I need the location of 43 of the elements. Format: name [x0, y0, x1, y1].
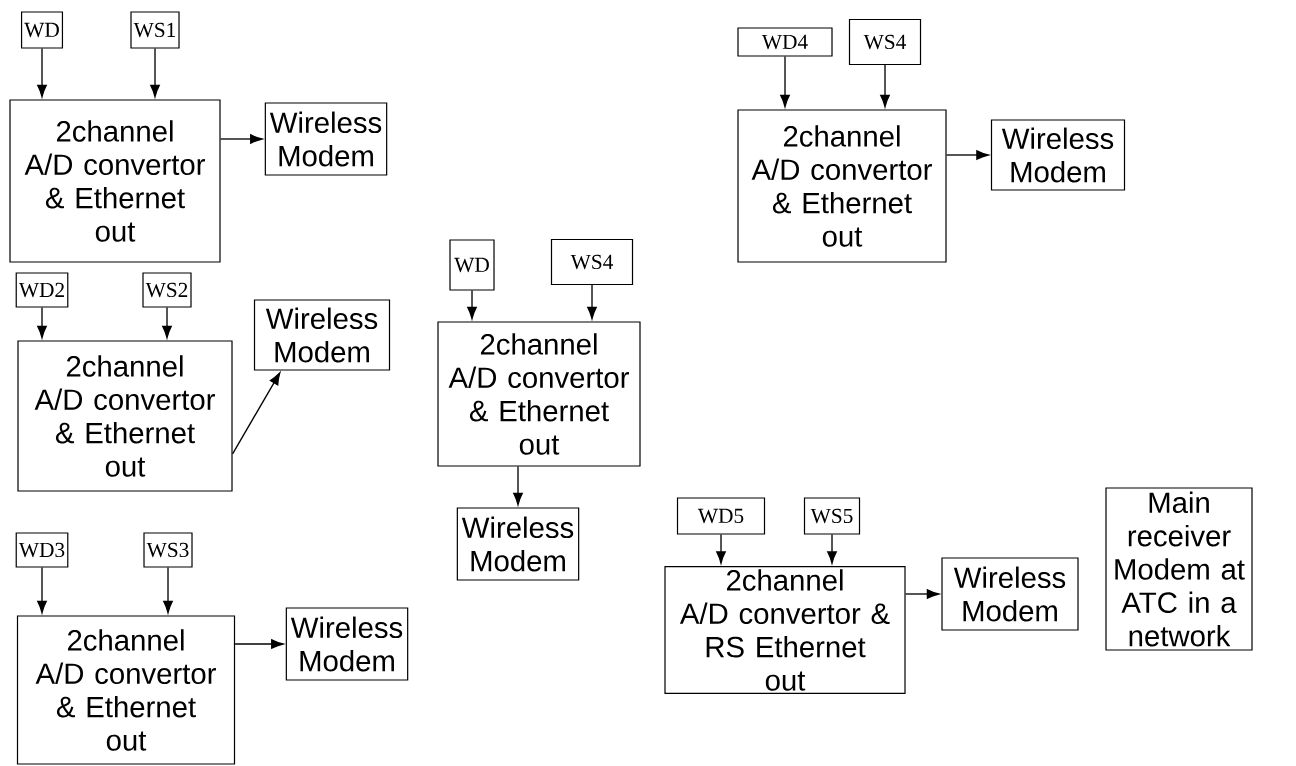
- arrow: [945, 150, 989, 160]
- sensor-box: WD2: [15, 272, 69, 308]
- receiver-box: Main receiver Modem at ATC in a network: [1105, 487, 1253, 651]
- arrow: [513, 465, 523, 506]
- arrow: [231, 372, 281, 455]
- modem-box: Wireless Modem: [264, 102, 388, 176]
- converter-box: 2channel A/D convertor & Ethernet out: [17, 340, 233, 492]
- arrow: [219, 134, 263, 144]
- arrow: [37, 566, 47, 614]
- converter-box: 2channel A/D convertor & Ethernet out: [737, 109, 947, 263]
- arrow: [780, 55, 790, 108]
- converter-box: 2channel A/D convertor & RS Ethernet out: [664, 565, 906, 695]
- arrow: [234, 639, 284, 649]
- arrow: [587, 284, 597, 320]
- converter-box: 2channel A/D convertor & Ethernet out: [437, 321, 641, 467]
- sensor-box: WS4: [848, 18, 922, 66]
- modem-box: Wireless Modem: [285, 607, 409, 681]
- arrow: [827, 533, 837, 564]
- arrow: [150, 47, 160, 98]
- modem-box: Wireless Modem: [253, 299, 391, 371]
- arrow: [37, 47, 47, 98]
- arrow: [716, 533, 726, 564]
- sensor-box: WS3: [143, 532, 193, 568]
- modem-box: Wireless Modem: [456, 507, 580, 581]
- arrow: [904, 589, 940, 599]
- sensor-box: WS5: [803, 497, 861, 535]
- arrow: [37, 306, 47, 339]
- sensor-box: WS1: [130, 11, 180, 49]
- sensor-box: WS2: [142, 272, 192, 308]
- modem-box: Wireless Modem: [941, 557, 1079, 631]
- converter-box: 2channel A/D convertor & Ethernet out: [16, 615, 236, 765]
- sensor-box: WD: [20, 11, 64, 49]
- arrow: [163, 566, 173, 614]
- sensor-box: WD5: [676, 497, 766, 535]
- sensor-box: WD: [449, 239, 495, 291]
- sensor-box: WD3: [15, 532, 69, 568]
- sensor-box: WS4: [550, 238, 634, 286]
- modem-box: Wireless Modem: [990, 119, 1126, 191]
- sensor-box: WD4: [737, 27, 833, 57]
- converter-box: 2channel A/D convertor & Ethernet out: [9, 99, 221, 263]
- arrow: [467, 289, 477, 320]
- arrow: [880, 64, 890, 108]
- arrow: [162, 306, 172, 339]
